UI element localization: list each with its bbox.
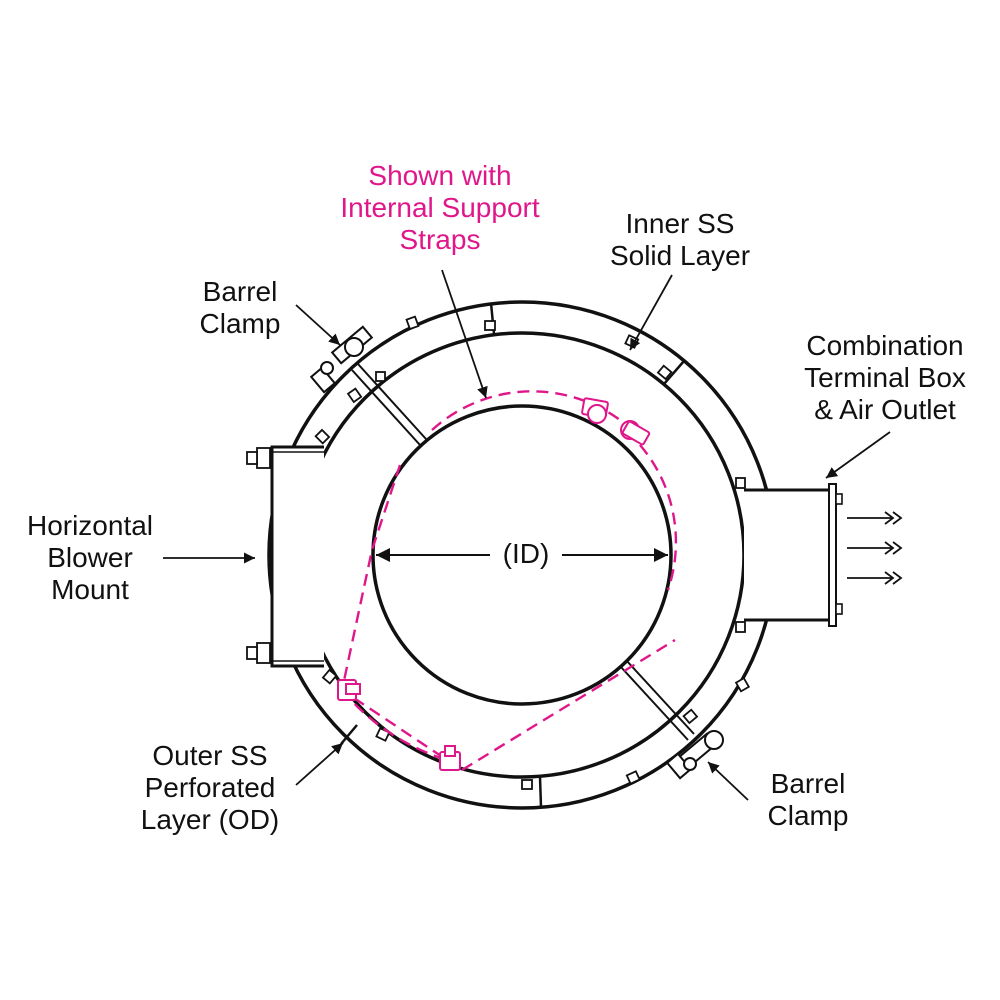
air-outlet-arrows: [847, 511, 903, 585]
barrel-clamp-top: [309, 325, 374, 394]
barrel-clamp-top-label: Barrel Clamp: [199, 276, 281, 339]
barrel-clamp-bottom-label: Barrel Clamp: [767, 768, 849, 831]
strap-buckles: [337, 397, 651, 771]
inner-diameter-label: (ID): [490, 536, 562, 572]
leader-arrows: [163, 269, 891, 801]
outer-layer-label: Outer SS Perforated Layer (OD): [140, 740, 280, 835]
internal-support-straps: [340, 390, 678, 772]
blower-mount-label: Horizontal Blower Mount: [26, 510, 154, 605]
inner-layer-label: Inner SS Solid Layer: [609, 208, 751, 271]
clamp-struts: [351, 363, 695, 741]
blower-mount: [246, 445, 324, 668]
terminal-box-label: Combination Terminal Box & Air Outlet: [804, 330, 966, 425]
barrel-clamp-bottom: [665, 730, 724, 780]
inner-diameter-circle: [371, 404, 673, 706]
internal-straps-label: Shown with Internal Support Straps: [340, 160, 540, 255]
terminal-box: [744, 483, 843, 627]
